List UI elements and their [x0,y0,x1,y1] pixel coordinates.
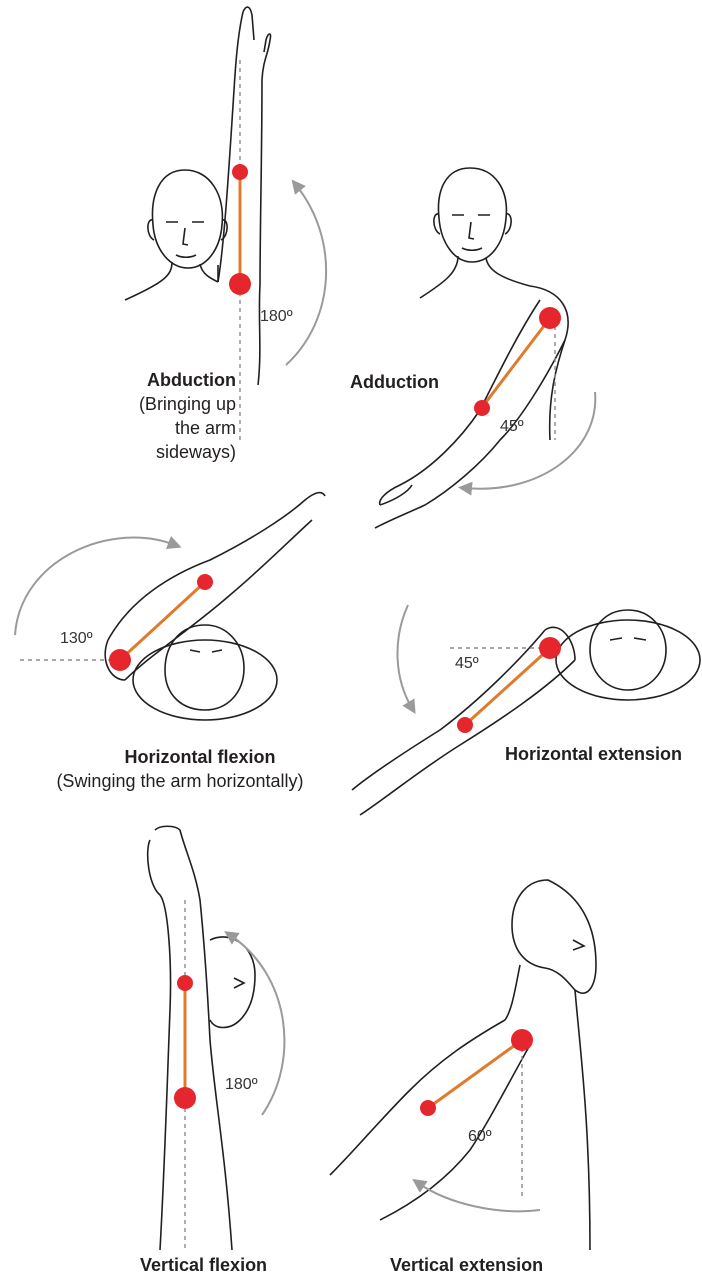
horizontal-extension-title: Horizontal extension [505,742,682,766]
abduction-subtitle-line-3: sideways) [110,440,236,464]
horizontal-flexion-subtitle: (Swinging the arm horizontally) [20,769,340,793]
abduction-figure [125,7,271,385]
horizontal-extension-figure [352,610,700,815]
adduction-figure [375,168,568,528]
vertical-flexion-figure [148,826,255,1250]
abduction-guides [229,60,326,440]
adduction-guides [465,307,595,489]
vertical-flexion-angle-label: 180º [225,1076,258,1094]
vertical-flexion-title: Vertical flexion [140,1253,267,1277]
horizontal-flexion-angle-label: 130º [60,630,93,648]
vertical-extension-title: Vertical extension [390,1253,543,1277]
horizontal-flexion-title: Horizontal flexion [60,745,340,769]
horizontal-extension-guides [397,605,561,733]
vertical-extension-figure [330,880,596,1250]
horizontal-flexion-figure [105,493,325,720]
horizontal-flexion-guides [15,538,213,671]
adduction-title: Adduction [350,370,439,394]
adduction-angle-label: 45º [500,418,524,436]
horizontal-extension-angle-label: 45º [455,655,479,673]
abduction-title: Abduction [120,368,236,392]
abduction-subtitle-line-2: the arm [110,416,236,440]
abduction-angle-label: 180º [260,308,293,326]
abduction-subtitle-line-1: (Bringing up [110,392,236,416]
vertical-extension-angle-label: 60º [468,1128,492,1146]
vertical-flexion-guides [174,900,284,1250]
